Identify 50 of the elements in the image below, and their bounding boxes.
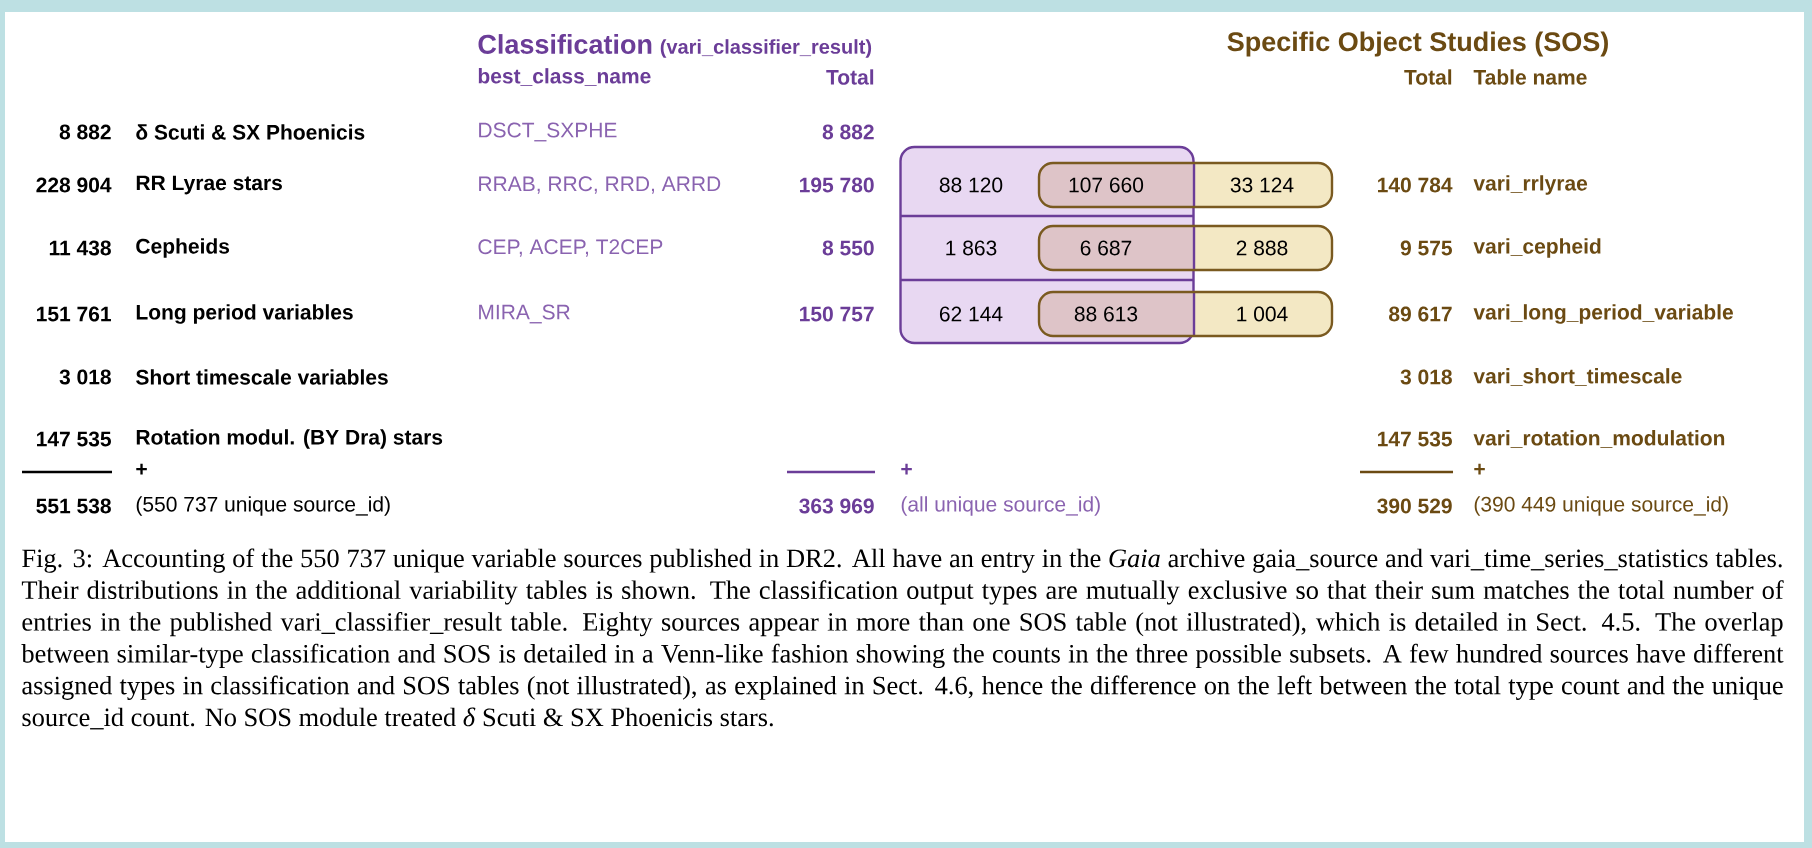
- section-heading: Classification: [478, 34, 652, 54]
- plus-sign: +: [136, 463, 147, 475]
- count: 89 617: [1389, 306, 1452, 322]
- table-name: vari_cepheid: [1473, 238, 1601, 258]
- total-count: 390 529: [1377, 498, 1452, 514]
- venn-box: 107 660 33 124: [1037, 161, 1334, 209]
- class-name: CEP, ACEP, T2CEP: [478, 239, 663, 257]
- type-name: Rotation modul. (BY Dra) stars: [136, 429, 443, 449]
- count: 11 438: [49, 240, 111, 256]
- class-name: DSCT_SXPHE: [479, 122, 617, 142]
- count: 228 904: [36, 177, 112, 193]
- type-name: δ Scuti & SX Phoenicis: [136, 124, 365, 140]
- section-heading: (vari_classifier_result): [660, 39, 872, 58]
- figure-caption: Fig. 3: Accounting of the 550 737 unique variable sources published in DR2. All have an entry in the Gaia archive gaia_source and vari_time_series_statistics tables. Their distributions in the additional variability tables is shown. The classification output types are mutually exclusive so that their sum matches the total number of entries in the published vari_classifier_result table. Eighty sources appear in more than one SOS table (not illustrated), which is detailed in Sect. 4.5. The overlap between similar-type classification and SOS is detailed in a Venn-like fashion showing the counts in the three possible subsets. A few hundred sources have different assigned types in classification and SOS tables (not illustrated), as explained in Sect. 4.6, hence the difference on the left between the total type count and the unique source_id count. No SOS module treated δ Scuti & SX Phoenicis stars.: [21, 548, 1784, 730]
- note: (550 737 unique source_id): [136, 496, 390, 516]
- class-name: MIRA_SR: [479, 304, 570, 324]
- table-name: vari_long_period_variable: [1473, 304, 1733, 324]
- plus-sign: +: [1474, 463, 1485, 475]
- table-name: vari_rotation_modulation: [1473, 430, 1725, 448]
- count: 9 575: [1400, 240, 1452, 256]
- count: 8 882: [822, 124, 874, 140]
- venn-box: 88 613 1 004: [1037, 290, 1334, 338]
- count: 8 550: [822, 240, 874, 256]
- venn-box: 6 687 2 888: [1037, 224, 1334, 272]
- note: (all unique source_id): [901, 496, 1100, 516]
- table-name: vari_short_timescale: [1473, 368, 1682, 386]
- type-name: RR Lyrae stars: [136, 175, 282, 195]
- plus-sign: +: [901, 463, 912, 475]
- count: 151 761: [37, 306, 111, 322]
- type-name: Long period variables: [136, 304, 353, 324]
- total-count: 363 969: [799, 498, 874, 514]
- note: (390 449 unique source_id): [1474, 496, 1728, 516]
- section-heading: Specific Object Studies (SOS): [1227, 31, 1608, 57]
- count: 195 780: [800, 177, 874, 193]
- type-name: Short timescale variables: [136, 369, 388, 385]
- column-header: best_class_name: [478, 68, 651, 86]
- count: 150 757: [800, 306, 874, 322]
- column-header: Table name: [1473, 69, 1587, 85]
- type-name: Cepheids: [136, 238, 230, 258]
- column-header: Total: [826, 69, 874, 85]
- count: 147 535: [37, 431, 111, 447]
- count: 147 535: [1378, 431, 1452, 447]
- count: 8 882: [59, 124, 111, 140]
- count: 140 784: [1378, 177, 1453, 193]
- class-name: RRAB, RRC, RRD, ARRD: [479, 176, 721, 194]
- table-name: vari_rrlyrae: [1473, 175, 1588, 195]
- count: 3 018: [59, 369, 111, 385]
- count: 3 018: [1400, 369, 1452, 385]
- total-count: 551 538: [36, 498, 111, 514]
- column-header: Total: [1404, 69, 1452, 85]
